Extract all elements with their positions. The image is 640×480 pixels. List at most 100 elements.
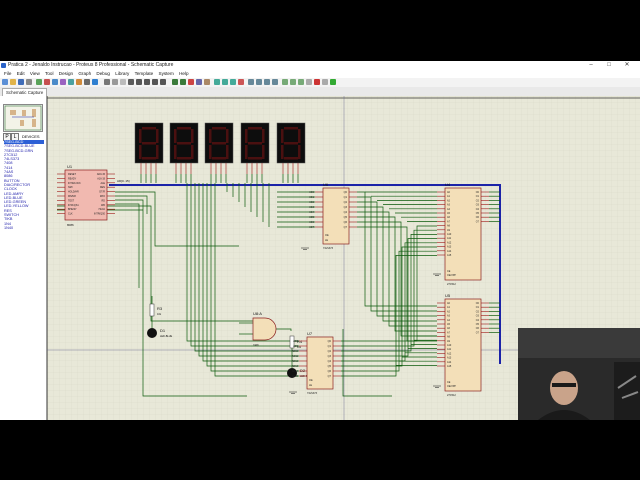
overview-preview[interactable] (3, 104, 43, 132)
zoom-in-icon[interactable] (136, 79, 142, 85)
device-list-item[interactable]: 7408 (4, 161, 13, 166)
help-icon[interactable] (92, 79, 98, 85)
schematic-icon[interactable] (44, 79, 50, 85)
paste-icon[interactable] (204, 79, 210, 85)
block-rotate-icon[interactable] (230, 79, 236, 85)
minimize-button[interactable]: – (589, 62, 593, 68)
device-list-item[interactable]: BUTTON (4, 178, 20, 183)
u7-input-wire (194, 183, 299, 352)
search-tag-icon[interactable] (290, 79, 296, 85)
erc-icon[interactable] (330, 79, 336, 85)
u6-pin-label: Q0 (344, 191, 348, 194)
redo-icon[interactable] (180, 79, 186, 85)
bom-icon[interactable] (76, 79, 82, 85)
zoom-all-icon[interactable] (152, 79, 158, 85)
u5-pin-label: O5 (476, 323, 480, 326)
decompose-icon[interactable] (272, 79, 278, 85)
new-icon[interactable] (2, 79, 8, 85)
menu-system[interactable]: System (158, 71, 174, 76)
device-list-item[interactable]: LED-YELLOW (4, 204, 29, 209)
3d-icon[interactable] (60, 79, 66, 85)
device-list-item[interactable]: DIAC/RECTOR (4, 182, 31, 187)
u4-ctrl-label: CE (447, 270, 451, 273)
close-button[interactable]: ✕ (624, 62, 630, 68)
menu-library[interactable]: Library (115, 71, 130, 76)
proteus-app-icon (1, 63, 6, 68)
menu-design[interactable]: Design (58, 71, 74, 76)
device-list-item[interactable]: 74LS373 (4, 157, 20, 162)
u1-pin-label: NMI (68, 186, 73, 189)
packaging-icon[interactable] (264, 79, 270, 85)
menu-edit[interactable]: Edit (16, 71, 25, 76)
undo-icon[interactable] (172, 79, 178, 85)
u7-ctrl-label: OE (309, 379, 313, 382)
u7-ref: U7 (307, 331, 313, 336)
block-move-icon[interactable] (222, 79, 228, 85)
pan-icon[interactable] (128, 79, 134, 85)
u5-pin-label: O0 (476, 302, 480, 305)
device-list-item[interactable]: SWITCH (4, 213, 19, 218)
save-icon[interactable] (18, 79, 24, 85)
cut-icon[interactable] (188, 79, 194, 85)
device-list-item[interactable]: 27C512 (4, 152, 18, 157)
grid-icon[interactable] (112, 79, 118, 85)
u1-pin-label: INTR/QS0 (94, 213, 106, 216)
device-list-item[interactable]: LED-BLUE (4, 195, 23, 200)
block-copy-icon[interactable] (214, 79, 220, 85)
menu-file[interactable]: File (4, 71, 12, 76)
r3-body (149, 303, 155, 317)
device-list-item[interactable]: LED-AMRY (4, 191, 24, 196)
u4-pin-label: A10 (447, 233, 452, 236)
block-delete-icon[interactable] (238, 79, 244, 85)
device-list-item[interactable]: 1N40 (4, 225, 14, 230)
close-project-icon[interactable] (26, 79, 32, 85)
device-list-item[interactable]: RES (4, 208, 12, 213)
display-segment (142, 157, 156, 160)
menu-view[interactable]: View (29, 71, 40, 76)
u5-pin-label: A3 (447, 315, 451, 318)
menu-tool[interactable]: Tool (45, 71, 54, 76)
device-list-item[interactable]: 8086 (4, 174, 13, 179)
device-list-item[interactable]: 1N4 (4, 221, 11, 226)
copy-icon[interactable] (196, 79, 202, 85)
gerber-icon[interactable] (68, 79, 74, 85)
pcb-icon[interactable] (52, 79, 58, 85)
origin-icon[interactable] (120, 79, 126, 85)
menu-graph[interactable]: Graph (78, 71, 92, 76)
u4-pin-label: A13 (447, 246, 452, 249)
source-icon[interactable] (84, 79, 90, 85)
device-list-item[interactable]: 7SEG-BCD (4, 140, 44, 145)
make-device-icon[interactable] (256, 79, 262, 85)
remove-sheet-icon[interactable] (314, 79, 320, 85)
device-list-item[interactable]: 7414 (4, 165, 13, 170)
zoom-area-icon[interactable] (160, 79, 166, 85)
refresh-icon[interactable] (104, 79, 110, 85)
zoom-out-icon[interactable] (144, 79, 150, 85)
open-icon[interactable] (10, 79, 16, 85)
r4-ref: R4 (297, 339, 303, 344)
device-list-item[interactable]: 74AS (4, 170, 14, 175)
pick-device-icon[interactable] (248, 79, 254, 85)
u5-pin-label: A4 (447, 319, 451, 322)
device-list-item[interactable]: TIKB (4, 217, 13, 222)
overview-thumbnail (4, 105, 42, 131)
tab-schematic-capture[interactable]: Schematic Capture (2, 88, 48, 97)
device-list-item[interactable]: CLOCK (4, 187, 18, 192)
home-icon[interactable] (36, 79, 42, 85)
menu-template[interactable]: Template (134, 71, 154, 76)
menu-debug[interactable]: Debug (96, 71, 110, 76)
device-list-item[interactable]: 7SEG-BCD-GRN (4, 148, 34, 153)
u5-pin-label: A7 (447, 331, 451, 334)
u4-pin-label: A8 (447, 225, 451, 228)
menu-help[interactable]: Help (179, 71, 189, 76)
u7-part: 74LS373 (307, 392, 318, 395)
display-segment (212, 127, 226, 130)
new-sheet-icon[interactable] (306, 79, 312, 85)
device-list-item[interactable]: 7SEG-BCD-BLUE (4, 144, 35, 149)
device-list-item[interactable]: LED-GREEN (4, 200, 27, 205)
property-tool-icon[interactable] (298, 79, 304, 85)
netlist-icon[interactable] (322, 79, 328, 85)
wire-autorouter-icon[interactable] (282, 79, 288, 85)
maximize-button[interactable]: □ (607, 62, 611, 68)
